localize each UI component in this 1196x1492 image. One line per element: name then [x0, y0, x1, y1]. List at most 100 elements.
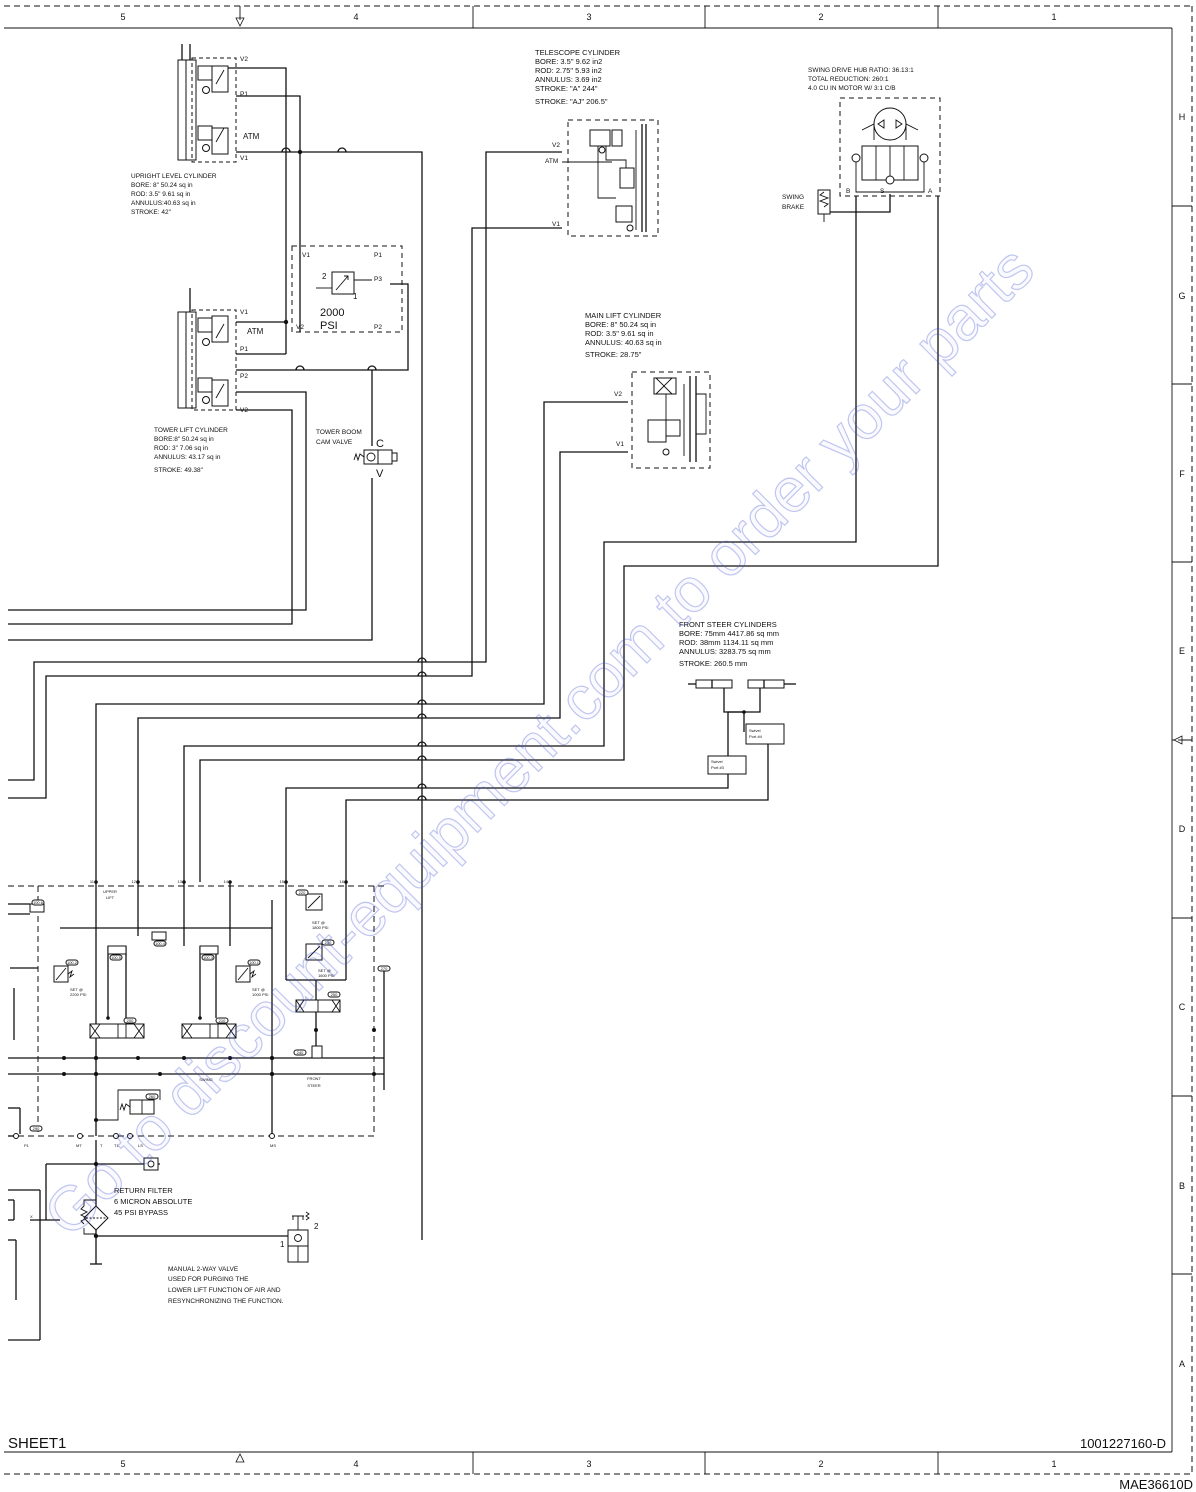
upright-port-atm: ATM — [243, 132, 260, 141]
bottom-port-label: LS — [138, 1143, 143, 1148]
telescope-spec: TELESCOPE CYLINDER BORE: 3.5" 9.62 in2 R… — [535, 48, 621, 106]
bottom-port-label: T1 — [114, 1143, 119, 1148]
filter-label: 45 PSI BYPASS — [114, 1208, 168, 1217]
manual-valve-note-line: RESYNCHRONIZING THE FUNCTION. — [168, 1298, 284, 1305]
upright-spec-line: UPRIGHT LEVEL CYLINDER — [131, 173, 217, 180]
main-lift-spec-line: ANNULUS: 40.63 sq in — [585, 338, 662, 347]
component-tag: 100.5 — [111, 955, 122, 960]
main-lift-cylinder — [631, 371, 711, 469]
sheet-label: SHEET1 — [8, 1435, 66, 1452]
upper-lift-label: LIFT — [106, 895, 115, 900]
swing-brake — [817, 189, 831, 222]
tower-spec-line: ANNULUS: 43.17 sq in — [154, 454, 221, 461]
swivel-port-3-label: Swivel — [711, 759, 723, 764]
manifold-port-15: 15 — [280, 879, 285, 884]
component-tag: 230 — [325, 940, 332, 945]
telescope-spec-line: TELESCOPE CYLINDER — [535, 48, 621, 57]
manual-valve-note: MANUAL 2-WAY VALVE USED FOR PURGING THE … — [168, 1266, 284, 1305]
component-tag: 270 — [381, 966, 388, 971]
bottom-port-label: T — [100, 1143, 103, 1148]
zone-row-a: A — [1179, 1359, 1185, 1369]
upright-port-v1: V1 — [240, 155, 248, 162]
relief-setting-label: SET @ — [312, 920, 325, 925]
bottom-port-label: MT — [76, 1143, 82, 1148]
manual-valve-note-line: MANUAL 2-WAY VALVE — [168, 1266, 239, 1273]
zone-row-b: B — [1179, 1181, 1185, 1191]
zone-col-5-top: 5 — [120, 12, 125, 22]
relief-port-p3: P3 — [374, 276, 382, 283]
tower-lift-spec: TOWER LIFT CYLINDER BORE:8" 50.24 sq in … — [154, 427, 228, 474]
telescope-spec-line: ROD: 2.75" 5.93 in2 — [535, 66, 602, 75]
upright-level-spec: UPRIGHT LEVEL CYLINDER BORE: 8" 50.24 sq… — [131, 173, 217, 216]
steer-spec-line: ROD: 38mm 1134.11 sq mm — [679, 638, 773, 647]
zone-row-h: H — [1179, 112, 1186, 122]
relief-setting-label: 2200 PSI — [70, 992, 86, 997]
zone-row-d: D — [1179, 824, 1186, 834]
main-lift-spec: MAIN LIFT CYLINDER BORE: 8" 50.24 sq in … — [585, 311, 662, 359]
upright-port-p1: P1 — [240, 91, 248, 98]
component-tags: 100.6 100.5 100.4 100.3 100.2 100.1 200 … — [29, 889, 391, 1132]
bottom-port-label: MS — [270, 1143, 276, 1148]
manifold-port-11: 11 — [90, 879, 95, 884]
swivel-port-3: Swivel Port #3 — [707, 755, 747, 775]
filter-label: 6 MICRON ABSOLUTE — [114, 1197, 192, 1206]
swing-brake-label: BRAKE — [782, 204, 805, 211]
component-tag: 240 — [297, 1050, 304, 1055]
manual-2-way-valve — [287, 1211, 310, 1263]
bottom-port-label: P1 — [24, 1143, 30, 1148]
line-crossovers — [281, 147, 427, 801]
upper-lift-label: UPPER — [103, 889, 117, 894]
upright-spec-line: ROD: 3.5" 9.61 sq in — [131, 191, 191, 198]
component-tag: 290 — [33, 1126, 40, 1131]
swing-motor — [839, 97, 941, 197]
tower-spec-line: STROKE: 49.38" — [154, 467, 204, 474]
front-steer-section-label: FRONT — [307, 1076, 321, 1081]
zone-col-5-bottom: 5 — [120, 1459, 125, 1469]
swivel-port-4: Swivel Port #4 — [745, 723, 785, 745]
swing-spec-line: 4.0 CU IN MOTOR W/ 3:1 C/B — [808, 85, 896, 92]
tank-check-valve — [143, 1157, 159, 1171]
zone-col-4-bottom: 4 — [353, 1459, 358, 1469]
relief-port-v1: V1 — [302, 252, 310, 259]
manual-valve-port-1: 1 — [280, 1240, 285, 1249]
zone-row-g: G — [1178, 291, 1185, 301]
component-tag: 100.2 — [67, 960, 78, 965]
telescope-spec-line: STROKE: "A" 244" — [535, 84, 598, 93]
manual-valve-port-2: 2 — [314, 1222, 319, 1231]
swivel-port-4-label: Swivel — [749, 728, 761, 733]
tower-port-p2: P2 — [240, 373, 248, 380]
front-steer-section-label: STEER — [307, 1083, 320, 1088]
main-lift-spec-line: MAIN LIFT CYLINDER — [585, 311, 662, 320]
relief-setting-label: SET @ — [70, 987, 83, 992]
cam-port-v: V — [376, 468, 384, 480]
steer-spec-line: ANNULUS: 3283.75 sq mm — [679, 647, 771, 656]
zone-col-4-top: 4 — [353, 12, 358, 22]
swing-brake-label: SWING — [782, 194, 804, 201]
manifold-port-12: 12 — [132, 879, 137, 884]
relief-valve-block — [291, 245, 403, 333]
telescope-port-v2: V2 — [552, 142, 560, 149]
cam-port-c: C — [376, 438, 384, 450]
relief-setting-label: SET @ — [252, 987, 265, 992]
tower-port-v2: V2 — [240, 407, 248, 414]
relief-num-left: 2 — [322, 272, 327, 281]
junction-dots — [13, 149, 746, 1239]
component-tag: 210 — [219, 1018, 226, 1023]
upright-spec-line: STROKE: 42" — [131, 209, 172, 216]
steer-spec-line: STROKE: 260.5 mm — [679, 659, 747, 668]
relief-setting-label: 1000 PSI — [252, 992, 268, 997]
zone-col-3-top: 3 — [586, 12, 591, 22]
upright-spec-line: ANNULUS:40.63 sq in — [131, 200, 196, 207]
tower-spec-line: TOWER LIFT CYLINDER — [154, 427, 228, 434]
telescope-spec-line: BORE: 3.5" 9.62 in2 — [535, 57, 602, 66]
manual-valve-note-line: LOWER LIFT FUNCTION OF AIR AND — [168, 1287, 281, 1294]
telescope-spec-line: STROKE: "AJ" 206.5" — [535, 97, 608, 106]
swing-port-s: S — [880, 188, 885, 195]
upright-port-v2: V2 — [240, 56, 248, 63]
relief-setting-value: 2000 — [320, 307, 344, 319]
component-tag: 100.3 — [203, 955, 214, 960]
tower-port-v1: V1 — [240, 309, 248, 316]
swivel-port-3-label: Port #3 — [711, 765, 725, 770]
tower-port-atm: ATM — [247, 327, 264, 336]
